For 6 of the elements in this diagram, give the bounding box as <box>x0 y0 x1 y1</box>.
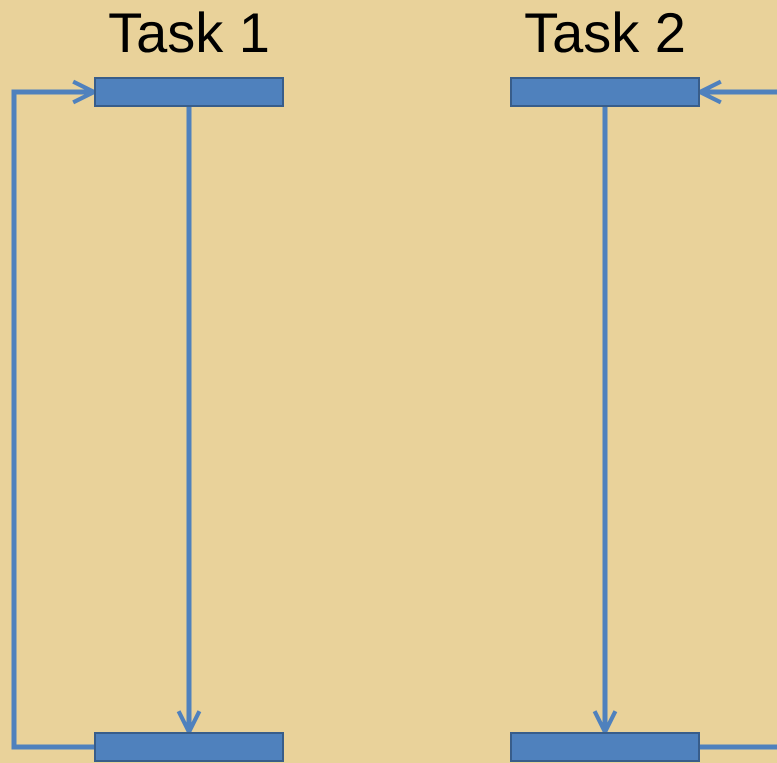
arrow <box>12 80 96 750</box>
arrow <box>176 107 202 734</box>
arrow <box>592 107 618 734</box>
task-heading: Task 1 <box>107 0 271 66</box>
task-heading: Task 2 <box>523 0 687 66</box>
connector-line <box>700 744 777 750</box>
